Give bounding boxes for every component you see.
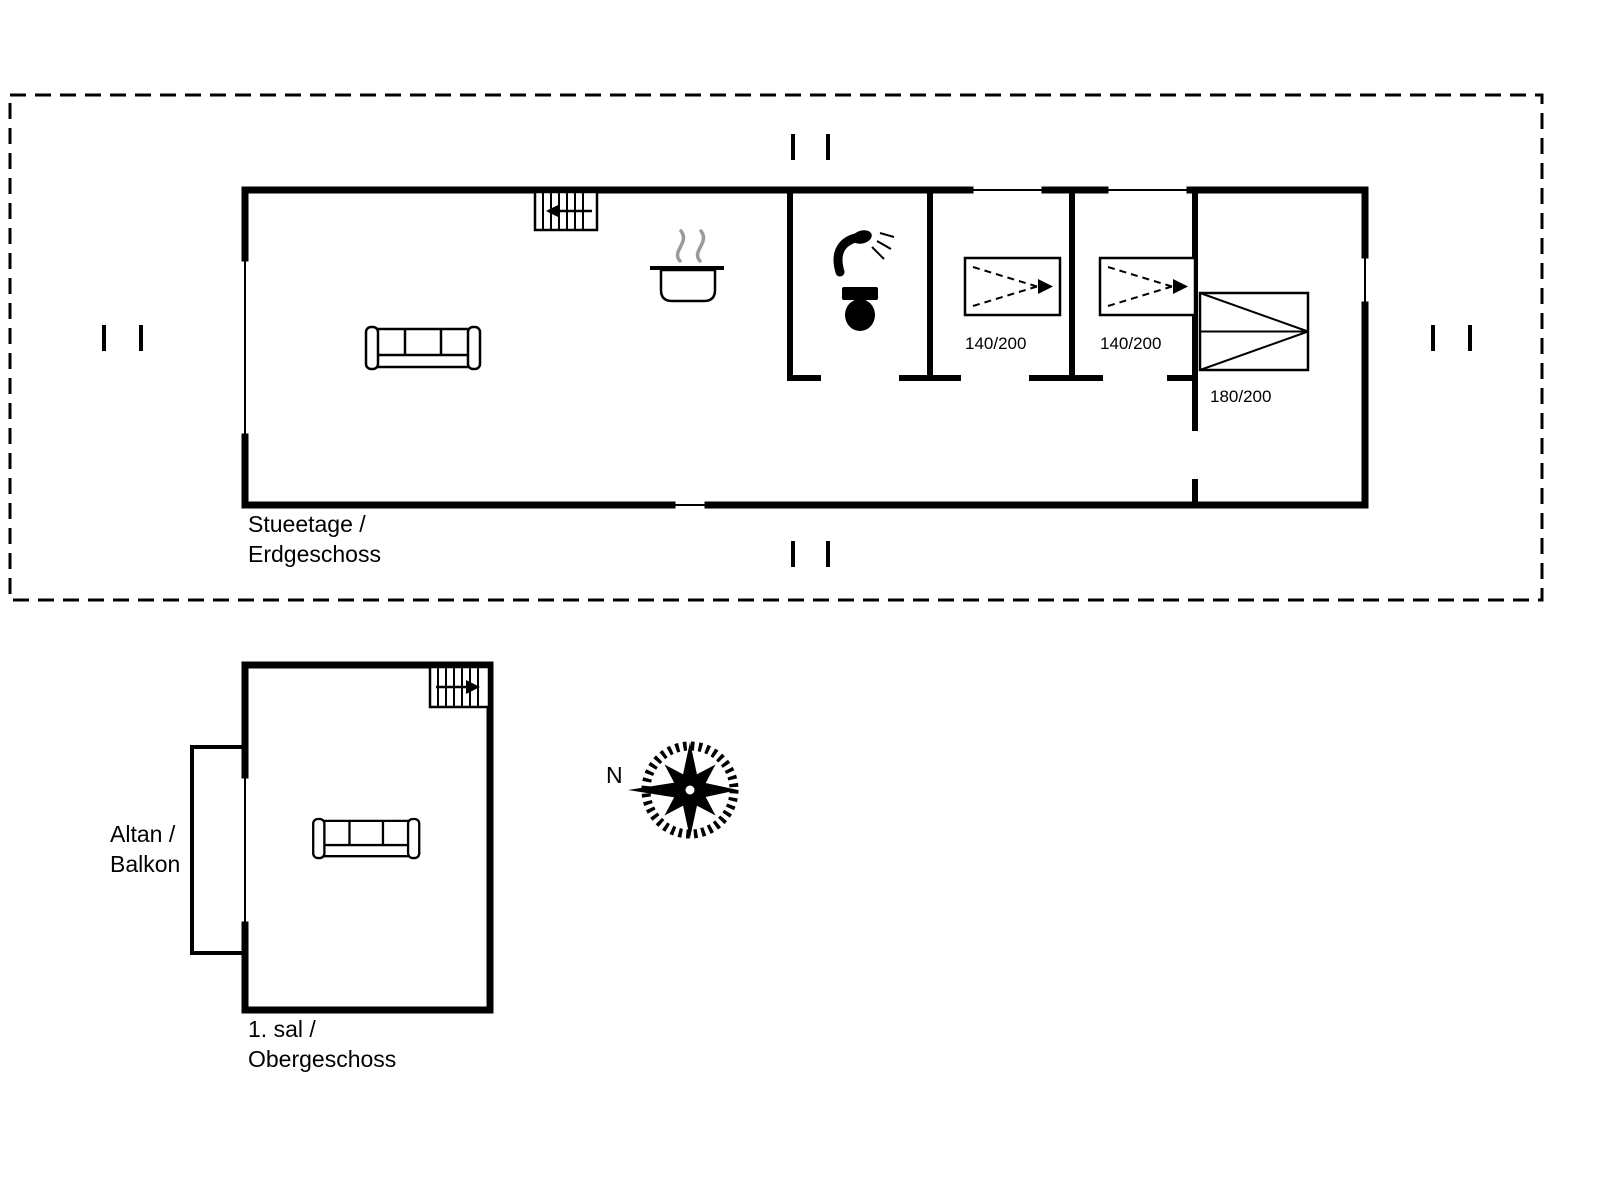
double-bed-icon — [963, 256, 1062, 317]
upper-floor-label-line2: Obergeschoss — [248, 1046, 396, 1072]
north-label: N — [606, 762, 623, 788]
upper-floor-label-line1: 1. sal / — [248, 1016, 316, 1042]
ground-floor-label-line2: Erdgeschoss — [248, 541, 381, 567]
upper-outer-walls — [241, 661, 494, 1014]
ground-floor-plan: 140/200 140/200 180/200 Stueetage / Erdg… — [241, 186, 1369, 567]
sofa-icon — [312, 817, 421, 860]
plot-boundary — [8, 93, 1544, 602]
ground-floor-label-line1: Stueetage / — [248, 511, 366, 537]
bed-size-label: 180/200 — [1210, 387, 1271, 406]
stairs-icon — [428, 665, 491, 709]
double-bed-icon — [1098, 256, 1197, 317]
section-marker-right — [1431, 325, 1472, 351]
shower-icon — [833, 230, 895, 277]
cooking-pot-icon — [650, 229, 724, 303]
sofa-icon — [364, 325, 482, 371]
window-lines — [244, 189, 1366, 506]
balcony-label-line1: Altan / — [110, 821, 176, 847]
upper-floor-plan: Altan / Balkon 1. sal / Obergeschoss — [110, 661, 494, 1072]
stairs-icon — [533, 190, 599, 232]
compass-rose-icon: N — [606, 741, 739, 839]
section-marker-top — [791, 134, 830, 160]
bed-size-label: 140/200 — [965, 334, 1026, 353]
section-marker-bottom — [791, 541, 830, 567]
section-marker-left — [102, 325, 143, 351]
balcony-outline — [190, 745, 247, 955]
balcony-label-line2: Balkon — [110, 851, 180, 877]
double-bed-icon — [1198, 291, 1310, 372]
bed-size-label: 140/200 — [1100, 334, 1161, 353]
toilet-icon — [842, 287, 878, 331]
